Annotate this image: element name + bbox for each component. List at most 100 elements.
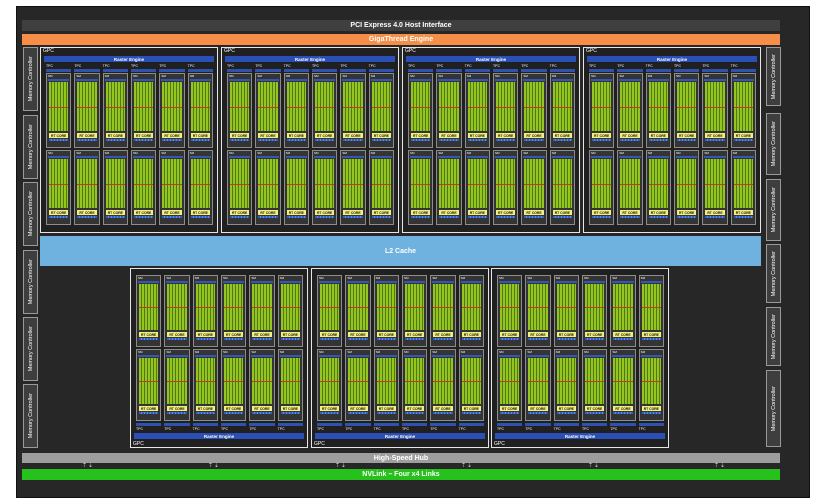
sm-scheduler-strip — [410, 156, 432, 158]
sm-label: SM — [460, 350, 466, 354]
tpc-label: TPC — [549, 64, 557, 68]
polymorph-engine — [464, 69, 490, 72]
rt-core: RT CORE — [461, 406, 481, 411]
register-file-line — [286, 107, 306, 108]
streaming-multiprocessor: SM RT CORE — [458, 349, 484, 421]
sm-label: SM — [612, 350, 617, 354]
tpc-label: TPC — [102, 64, 110, 68]
texture-units — [677, 216, 697, 218]
rt-core: RT CORE — [496, 133, 516, 138]
sm-scheduler-strip — [229, 156, 251, 158]
pcie-host-interface: PCI Express 4.0 Host Interface — [22, 20, 780, 31]
sm-label: SM — [640, 276, 646, 280]
rt-core: RT CORE — [592, 210, 612, 215]
tpc-label: TPC — [227, 64, 234, 68]
rt-core: RT CORE — [677, 133, 697, 138]
register-file-line — [280, 381, 300, 382]
gpc-label: GPC — [586, 48, 597, 54]
texture-units — [461, 338, 481, 340]
tpc-label: TPC — [192, 427, 200, 431]
register-file-line — [77, 107, 97, 108]
texture-units — [585, 338, 605, 340]
texture-units — [371, 216, 391, 218]
memory-controller-left-3: Memory Controller — [23, 182, 38, 246]
sm-label: SM — [166, 276, 171, 280]
register-file-line — [648, 184, 668, 185]
rt-core: RT CORE — [286, 210, 306, 215]
texture-units — [648, 139, 668, 141]
rt-core: RT CORE — [524, 133, 544, 138]
sm-scheduler-strip — [527, 281, 549, 283]
cuda-core-array — [733, 82, 753, 131]
register-file-line — [411, 184, 431, 185]
polymorph-engine — [136, 423, 162, 426]
sm-scheduler-strip — [342, 79, 364, 81]
texture-units — [348, 338, 368, 340]
sm-label: SM — [499, 276, 504, 280]
tpc-label: TPC — [645, 64, 653, 68]
rt-core: RT CORE — [162, 133, 182, 138]
texture-units — [376, 338, 396, 340]
cuda-core-array — [230, 82, 250, 131]
polymorph-engine — [497, 423, 523, 426]
register-file-line — [315, 107, 335, 108]
sm-label: SM — [279, 276, 285, 280]
polymorph-engine — [227, 69, 253, 72]
register-file-line — [620, 107, 640, 108]
register-file-line — [348, 307, 368, 308]
texture-units — [286, 139, 306, 141]
rt-core: RT CORE — [648, 133, 668, 138]
tpc-label: TPC — [408, 64, 415, 68]
sm-scheduler-strip — [48, 79, 70, 81]
register-file-line — [167, 307, 187, 308]
rt-core: RT CORE — [433, 406, 453, 411]
sm-scheduler-strip — [48, 156, 70, 158]
sm-label: SM — [257, 74, 262, 78]
rt-core: RT CORE — [190, 210, 210, 215]
sm-label: SM — [375, 350, 381, 354]
texture-units — [280, 338, 300, 340]
rt-core: RT CORE — [195, 406, 215, 411]
rt-core: RT CORE — [139, 332, 159, 337]
sm-scheduler-strip — [370, 79, 392, 81]
sm-scheduler-strip — [319, 281, 341, 283]
rt-core: RT CORE — [134, 210, 154, 215]
cuda-core-array — [371, 159, 391, 208]
sm-scheduler-strip — [527, 355, 549, 357]
register-file-line — [224, 381, 244, 382]
texture-units — [315, 139, 335, 141]
sm-label: SM — [499, 350, 504, 354]
sm-label: SM — [138, 350, 143, 354]
texture-units — [258, 216, 278, 218]
sm-scheduler-strip — [466, 156, 488, 158]
memory-controller-label: Memory Controller — [27, 326, 34, 372]
sm-label: SM — [133, 151, 138, 155]
cuda-core-array — [467, 159, 487, 208]
sm-label: SM — [466, 151, 472, 155]
register-file-line — [162, 184, 182, 185]
tpc-label: TPC — [255, 64, 263, 68]
register-file-line — [613, 381, 633, 382]
rt-core: RT CORE — [552, 210, 572, 215]
